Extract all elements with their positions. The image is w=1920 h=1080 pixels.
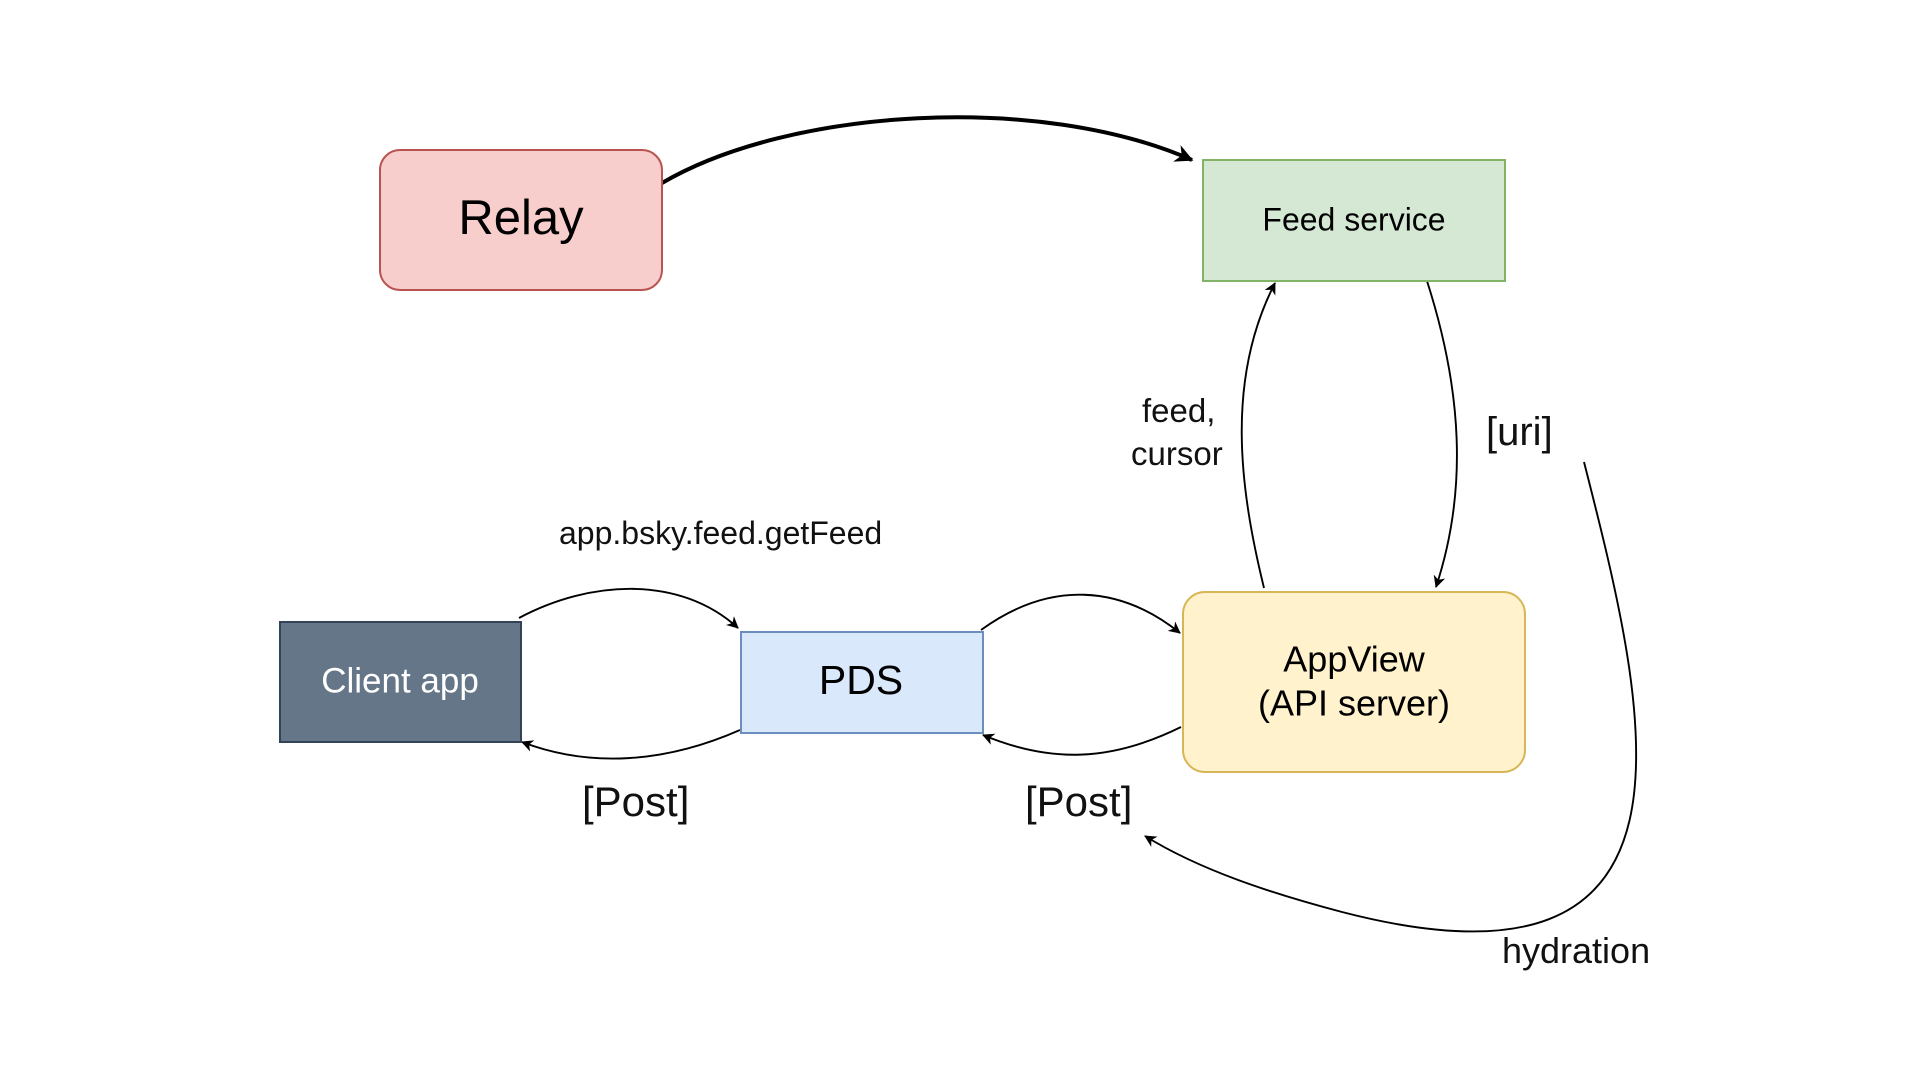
appview-label-line2: (API server) — [1258, 683, 1450, 724]
get-feed-label: app.bsky.feed.getFeed — [559, 515, 882, 551]
edge-appview-to-pds — [982, 726, 1182, 756]
client-app-node: Client app — [279, 621, 522, 743]
appview-label-line1: AppView — [1283, 639, 1425, 680]
client-app-label: Client app — [321, 661, 479, 700]
hydration-label: hydration — [1502, 930, 1650, 971]
feed-service-label: Feed service — [1262, 201, 1445, 237]
feed-service-node: Feed service — [1202, 159, 1506, 282]
post-label-client: [Post] — [582, 778, 689, 825]
edge-relay-to-feed-service — [660, 115, 1194, 185]
edge-feed-service-to-appview — [1426, 280, 1458, 588]
relay-label: Relay — [458, 191, 584, 245]
edge-pds-to-appview — [980, 593, 1181, 634]
edge-appview-to-feed-service — [1240, 282, 1276, 589]
relay-node: Relay — [379, 149, 663, 291]
feed-cursor-label-line2: cursor — [1131, 435, 1223, 472]
pds-node: PDS — [740, 631, 984, 734]
uri-label: [uri] — [1486, 410, 1553, 454]
appview-node: AppView (API server) — [1182, 591, 1526, 773]
pds-label: PDS — [819, 657, 903, 703]
edge-client-to-pds — [518, 587, 739, 629]
edge-pds-to-client — [521, 729, 741, 760]
feed-cursor-label-line1: feed, — [1142, 392, 1215, 429]
post-label-pds: [Post] — [1025, 778, 1132, 825]
edge-hydration — [1144, 461, 1638, 933]
